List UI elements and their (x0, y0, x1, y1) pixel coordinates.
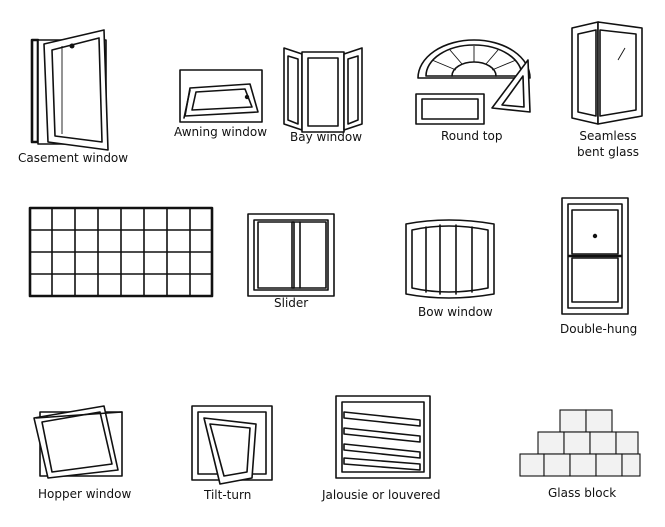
grid-window-illustration (30, 208, 212, 296)
glass-block-illustration (520, 410, 640, 476)
glass-block-label: Glass block (548, 486, 616, 501)
seamless-label-line2: bent glass (574, 145, 642, 160)
seamless-label-line1: Seamless (574, 129, 642, 144)
bay-window-illustration (284, 48, 362, 132)
double-hung-illustration (562, 198, 628, 314)
bow-window-label: Bow window (418, 305, 493, 320)
jalousie-label: Jalousie or louvered (322, 488, 440, 503)
slider-illustration (248, 214, 334, 296)
awning-window-illustration (180, 70, 262, 122)
casement-window-illustration (32, 30, 108, 150)
bow-window-illustration (406, 220, 494, 298)
tilt-turn-illustration (192, 406, 272, 484)
tilt-turn-label: Tilt-turn (204, 488, 251, 503)
round-top-illustration (416, 40, 530, 124)
hopper-window-illustration (34, 406, 122, 478)
casement-window-label: Casement window (18, 151, 128, 166)
double-hung-label: Double-hung (560, 322, 637, 337)
seamless-bent-glass-illustration (572, 22, 642, 124)
jalousie-illustration (336, 396, 430, 478)
round-top-label: Round top (441, 129, 502, 144)
hopper-window-label: Hopper window (38, 487, 131, 502)
awning-window-label: Awning window (174, 125, 267, 140)
bay-window-label: Bay window (290, 130, 362, 145)
slider-label: Slider (274, 296, 308, 311)
